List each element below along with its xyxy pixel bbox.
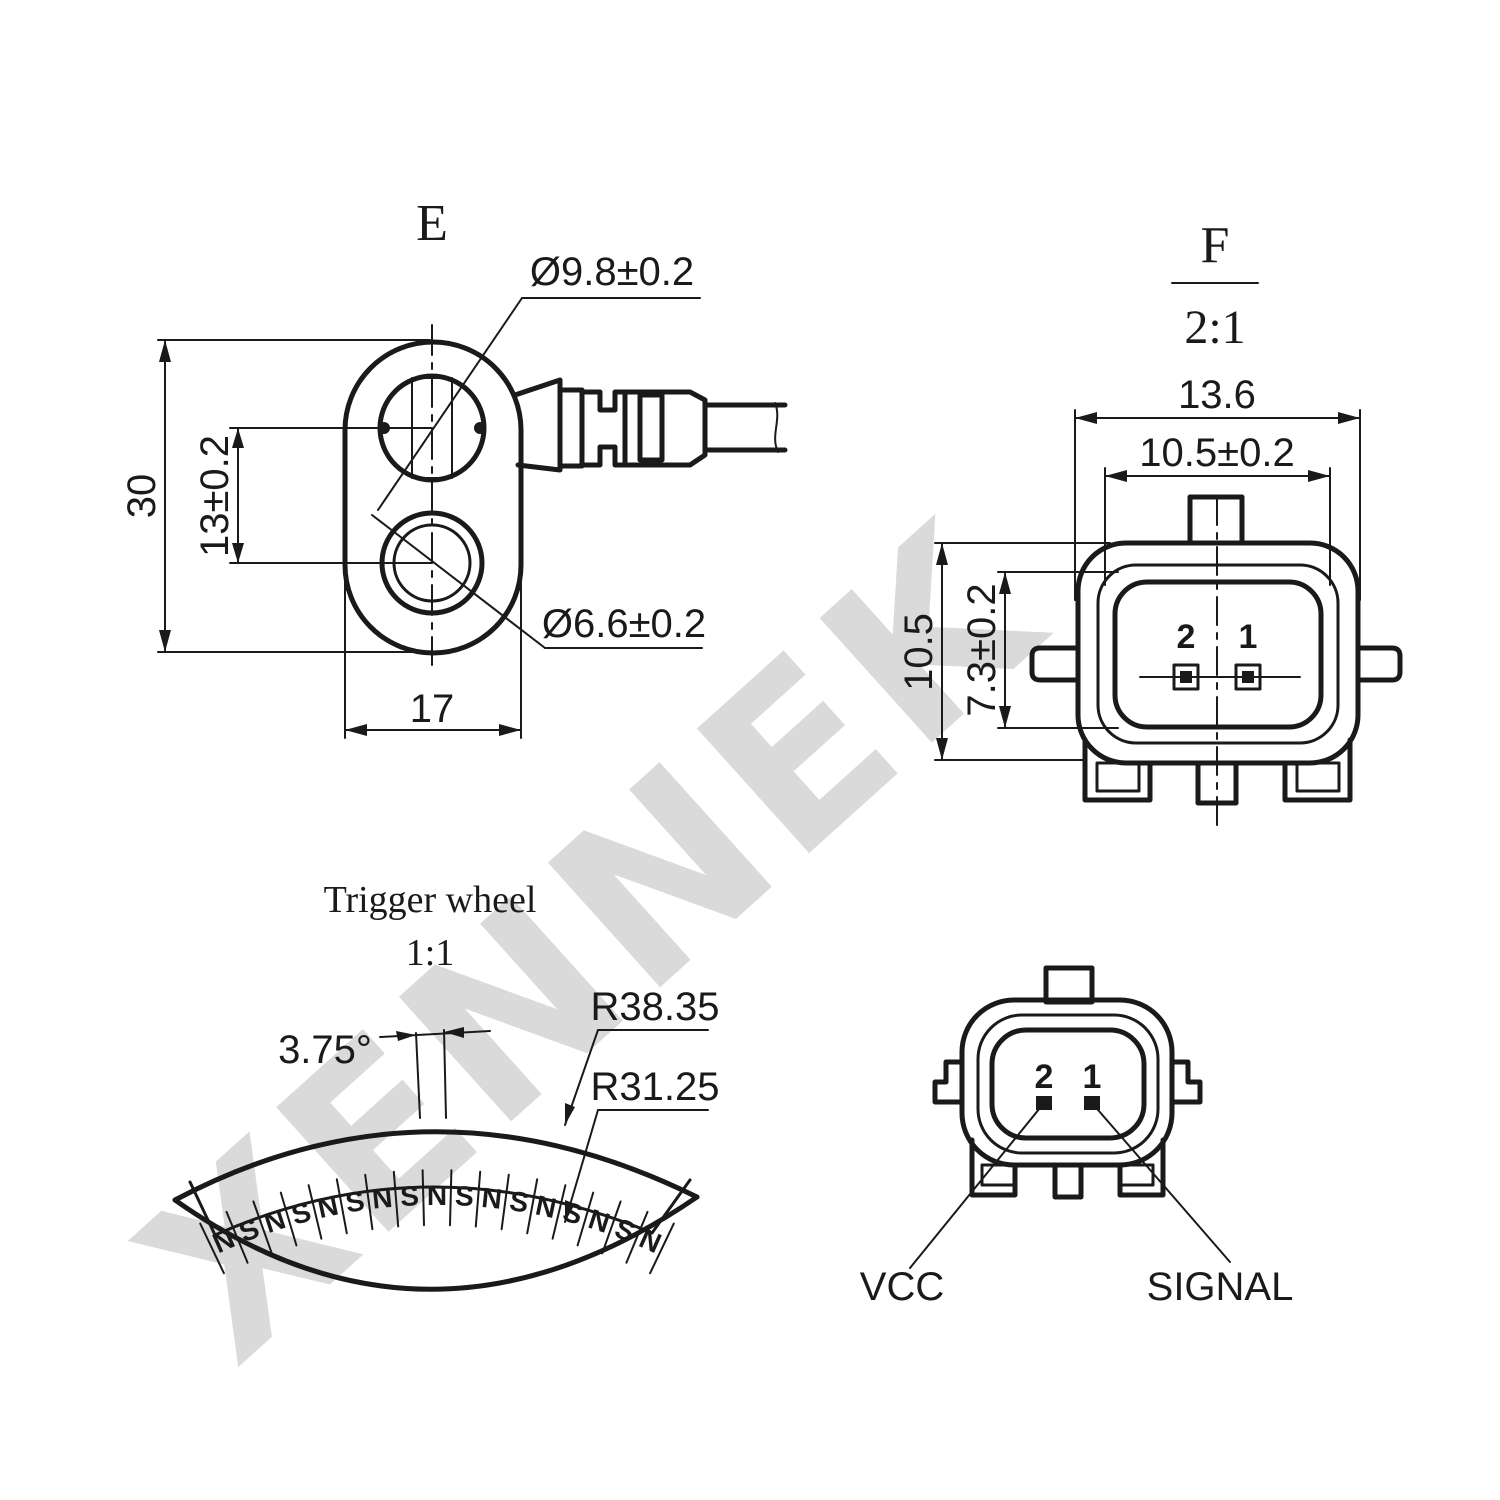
cable-break [774, 402, 779, 453]
view-f-title: F [1201, 217, 1230, 274]
inner-radius-label: R31.25 [591, 1065, 720, 1109]
pole-divider [649, 1222, 675, 1275]
view-f-pin-2-core [1180, 671, 1192, 683]
view-e-title: E [416, 195, 448, 252]
pole-divider [500, 1173, 510, 1231]
pole-divider [252, 1200, 273, 1255]
dim-17-arrows [345, 724, 521, 736]
view-f-pin-1-core [1242, 671, 1254, 683]
wheel-bottom-arc [172, 1194, 700, 1292]
connector-cavity [1112, 579, 1324, 730]
pole-divider [551, 1184, 567, 1240]
pole-divider [474, 1170, 482, 1228]
dim-outer-width: 13.6 [1178, 373, 1256, 417]
cable-jacket [702, 402, 788, 453]
pole-label: S [454, 1180, 474, 1212]
leader-signal [1091, 1102, 1231, 1263]
face-center-foot [1052, 1162, 1084, 1200]
pole-divider [392, 1170, 400, 1228]
cable-rib-1 [557, 387, 585, 469]
angle-ext-right [443, 1029, 447, 1119]
dim-spacing: 13±0.2 [193, 435, 237, 557]
pole-divider [526, 1178, 539, 1235]
pole-divider [199, 1222, 225, 1275]
pole-divider [625, 1210, 649, 1264]
view-f-pin-1 [1234, 663, 1262, 691]
dim-outer-height: 10.5 [897, 613, 941, 691]
pole-label: N [370, 1182, 393, 1215]
cable-rib-2 [579, 389, 628, 468]
leader-small-bore [371, 514, 546, 649]
view-f-pin-2-label: 2 [1177, 618, 1196, 656]
cable-collar [622, 389, 708, 468]
face-right-ear [1169, 1059, 1203, 1105]
view-f-scale: 2:1 [1184, 301, 1245, 354]
pole-divider [335, 1178, 348, 1235]
pole-label: S [507, 1185, 530, 1219]
label-signal: SIGNAL [1147, 1265, 1294, 1309]
face-top-latch [1043, 965, 1095, 1005]
view-e: E 30 13±0.2 [120, 195, 788, 739]
face-cavity [989, 1027, 1147, 1141]
dim-small-bore: Ø6.6±0.2 [542, 602, 706, 646]
pole-divider [421, 1169, 425, 1227]
leader-inner-radius-arrow [565, 1200, 575, 1222]
dim-inner-width: 10.5±0.2 [1139, 431, 1294, 475]
bore-dot-right [474, 422, 486, 434]
face-pin-1-label: 1 [1083, 1058, 1102, 1096]
label-vcc: VCC [860, 1265, 944, 1309]
left-foot [1082, 737, 1153, 803]
left-ear [1029, 645, 1081, 683]
pole-divider [576, 1191, 595, 1247]
face-left-ear [932, 1059, 965, 1105]
right-ear [1355, 645, 1403, 683]
dim-105h-arrows [936, 543, 948, 760]
face-pin-2-label: 2 [1035, 1058, 1054, 1096]
left-foot-inner [1095, 761, 1141, 793]
face-inner-rim [976, 1013, 1160, 1155]
pole-label: N [427, 1180, 447, 1211]
angle-arrows [396, 1027, 464, 1041]
outer-radius-label: R38.35 [591, 985, 720, 1029]
wheel-outer-arc [172, 1129, 700, 1203]
pole-divider [449, 1169, 453, 1227]
face-right-foot-inner [1119, 1163, 1155, 1187]
pole-label: S [343, 1185, 366, 1219]
right-foot [1282, 737, 1353, 803]
connector-face-view: 2 1 VCC SIGNAL [860, 965, 1294, 1309]
right-foot-inner [1295, 761, 1341, 793]
pole-label: N [480, 1182, 503, 1215]
dim-inner-height: 7.3±0.2 [960, 583, 1004, 716]
dim-large-bore: Ø9.8±0.2 [530, 250, 694, 294]
view-f: F 2:1 2 1 13.6 [897, 217, 1403, 829]
pole-label: S [560, 1196, 586, 1231]
pole-divider [225, 1210, 249, 1264]
face-left-foot-inner [980, 1163, 1016, 1187]
cable-rib-3 [637, 392, 665, 463]
pole-divider [307, 1184, 323, 1240]
pole-divider [601, 1200, 622, 1255]
wheel-pole-band [188, 1178, 692, 1237]
view-f-pin-1-label: 1 [1239, 618, 1258, 656]
angle-ext-left [415, 1032, 421, 1119]
dim-width: 17 [410, 687, 455, 731]
angle-label: 3.75° [278, 1028, 372, 1072]
pole-label: S [399, 1180, 419, 1212]
trigger-wheel-title: Trigger wheel [324, 879, 537, 921]
pole-divider [279, 1191, 298, 1247]
leader-vcc [909, 1102, 1045, 1269]
pole-divider [364, 1173, 374, 1231]
leader-large-bore [377, 297, 523, 511]
view-f-pin-2 [1172, 663, 1200, 691]
trigger-wheel-scale: 1:1 [406, 932, 455, 974]
pole-label: N [533, 1190, 559, 1225]
dim-height: 30 [120, 474, 164, 519]
leader-outer-radius-arrow [565, 1103, 575, 1125]
